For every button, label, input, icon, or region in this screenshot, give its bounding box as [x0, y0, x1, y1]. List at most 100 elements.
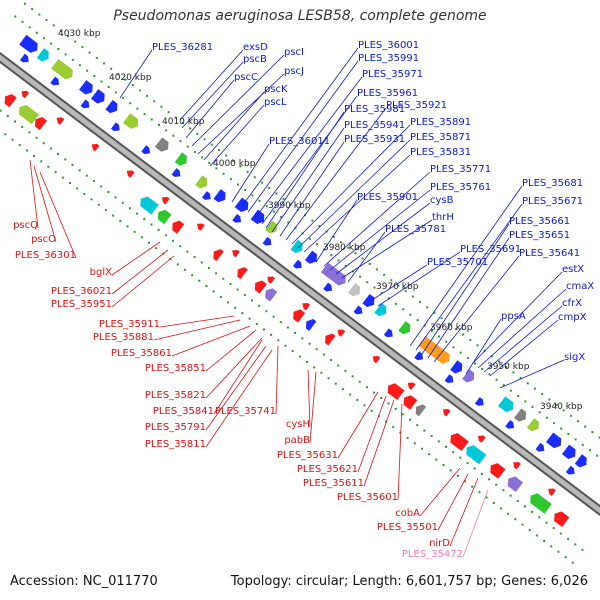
tick-dot — [581, 548, 584, 551]
tick-dot — [306, 360, 309, 363]
tick-dot — [567, 537, 570, 540]
tick-dot — [42, 142, 45, 145]
gene-label: cmaX — [566, 281, 594, 292]
tick-dot — [341, 388, 344, 391]
leader-line — [415, 203, 523, 351]
tick-dot — [330, 254, 333, 257]
gene-arrow — [513, 462, 521, 470]
gene-label: PLES_35991 — [358, 53, 419, 64]
gene-label: PLES_35761 — [430, 182, 491, 193]
tick-dot — [262, 328, 265, 331]
leader-line — [111, 255, 175, 308]
tick-dot — [359, 275, 362, 278]
tick-dot — [286, 326, 289, 329]
genome-summary-text: Topology: circular; Length: 6,601,757 bp… — [230, 574, 588, 589]
label-leader-lines — [29, 47, 567, 558]
tick-dot — [131, 84, 134, 87]
tick-dot — [54, 171, 57, 174]
tick-dot — [370, 409, 373, 412]
leader-line — [279, 141, 345, 237]
tick-dot — [279, 321, 282, 324]
gene-label: PLES_35941 — [344, 120, 405, 131]
tick-dot — [164, 234, 167, 237]
leader-line — [329, 189, 431, 271]
gene-label: cysH — [286, 419, 310, 430]
tick-dot — [193, 151, 196, 154]
leader-line — [153, 319, 241, 341]
gene-label: PLES_35671 — [522, 196, 583, 207]
leader-line — [419, 467, 461, 517]
tick-dot — [473, 467, 476, 470]
tick-dot — [598, 436, 600, 439]
tick-dot — [533, 387, 536, 390]
tick-dot — [351, 375, 354, 378]
backbone — [0, 51, 600, 517]
tick-dot — [287, 221, 290, 224]
tick-dot — [270, 333, 273, 336]
gene-arrow — [157, 209, 172, 225]
kbp-tick-label: 4000 kbp — [213, 159, 256, 169]
tick-dot — [430, 329, 433, 332]
tick-dot — [373, 286, 376, 289]
gene-label: PLES_35981 — [344, 104, 405, 115]
tick-dot — [373, 391, 376, 394]
tick-dot — [512, 371, 515, 374]
tick-dot — [49, 147, 52, 150]
tick-dot — [110, 67, 113, 70]
tick-dot — [531, 405, 534, 408]
gene-label: PLES_36021 — [51, 286, 112, 297]
tick-dot — [258, 304, 261, 307]
gene-label: pscC — [234, 72, 258, 83]
tick-dot — [545, 521, 548, 524]
gene-arrow — [250, 209, 265, 225]
leader-line — [29, 159, 39, 229]
tick-dot — [18, 144, 21, 147]
gene-arrow — [140, 196, 159, 215]
gene-arrow — [262, 236, 272, 246]
tick-dot — [330, 359, 333, 362]
tick-dot — [347, 246, 350, 249]
gene-label: sigX — [564, 352, 585, 363]
gene-label: PLES_35971 — [362, 69, 423, 80]
leader-line — [111, 241, 161, 276]
tick-dot — [569, 414, 572, 417]
gene-arrow — [265, 288, 278, 302]
gene-arrow — [442, 409, 451, 417]
tick-dot — [217, 149, 220, 152]
tick-dot — [90, 198, 93, 201]
tick-dot — [404, 290, 407, 293]
gene-arrow — [91, 89, 105, 104]
tick-dot — [64, 53, 67, 56]
tick-dot — [179, 245, 182, 248]
kbp-tick-label: 3960 kbp — [430, 323, 473, 333]
tick-dot — [136, 212, 139, 215]
tick-dot — [277, 339, 280, 342]
tick-dot — [499, 507, 502, 510]
leader-line — [285, 107, 387, 241]
gene-arrow — [466, 445, 487, 465]
gene-label: pscK — [264, 84, 288, 95]
tick-dot — [21, 125, 24, 128]
tick-dot — [104, 209, 107, 212]
tick-dot — [248, 317, 251, 320]
tick-dot — [406, 436, 409, 439]
tick-dot — [229, 178, 232, 181]
tick-dot — [21, 20, 24, 23]
tick-dot — [505, 365, 508, 368]
leader-line — [483, 305, 563, 373]
tick-dot — [102, 62, 105, 65]
tick-dot — [183, 268, 186, 271]
kbp-tick-label: 3970 kbp — [376, 282, 419, 292]
gene-label: PLES_35851 — [145, 363, 206, 374]
tick-dot — [444, 445, 447, 448]
tick-dot — [122, 96, 125, 99]
tick-dot — [531, 510, 534, 513]
gene-arrow — [237, 267, 248, 280]
tick-dot — [344, 369, 347, 372]
gene-label: ppsA — [501, 311, 526, 322]
tick-dot — [334, 382, 337, 385]
tick-dot — [25, 149, 28, 152]
